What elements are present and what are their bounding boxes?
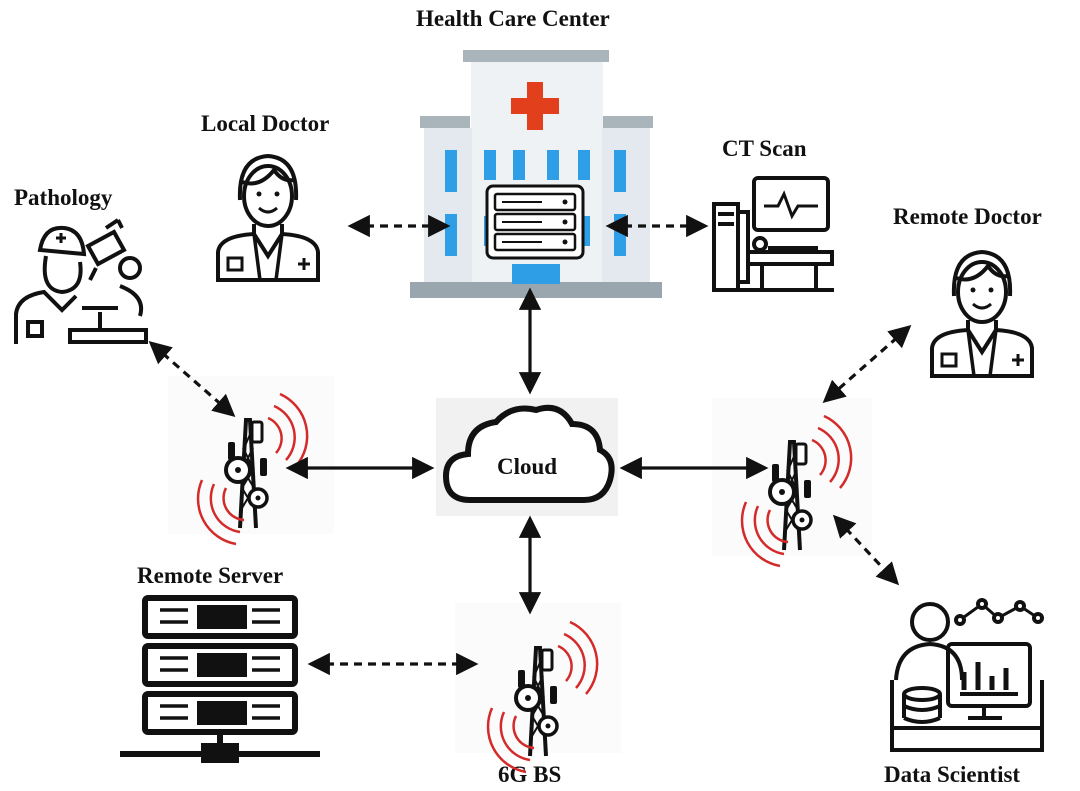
hospital-building-icon [410, 50, 662, 298]
label-ct-scan: CT Scan [722, 136, 807, 161]
data-scientist-icon [890, 598, 1044, 752]
remote-server-icon [120, 595, 320, 763]
label-pathology: Pathology [14, 185, 113, 210]
label-local-doctor: Local Doctor [201, 111, 330, 136]
ct-scanner-icon [712, 176, 834, 292]
cloud-icon [436, 398, 618, 516]
red-cross-icon [511, 82, 559, 130]
label-health-care-center: Health Care Center [416, 6, 610, 31]
label-remote-server: Remote Server [137, 563, 284, 588]
dashed-arrow-remote-doctor-tower [822, 325, 912, 403]
dashed-arrow-pathology-tower [148, 341, 236, 417]
local-doctor-icon [216, 154, 320, 282]
remote-doctor-icon [930, 250, 1034, 378]
label-data-scientist: Data Scientist [884, 762, 1021, 787]
dashed-arrow-tower-data-scientist [832, 514, 900, 586]
pathology-microscope-icon [14, 218, 148, 344]
cloud-label: Cloud [497, 454, 557, 479]
server-icon [485, 184, 585, 260]
label-remote-doctor: Remote Doctor [893, 204, 1042, 229]
